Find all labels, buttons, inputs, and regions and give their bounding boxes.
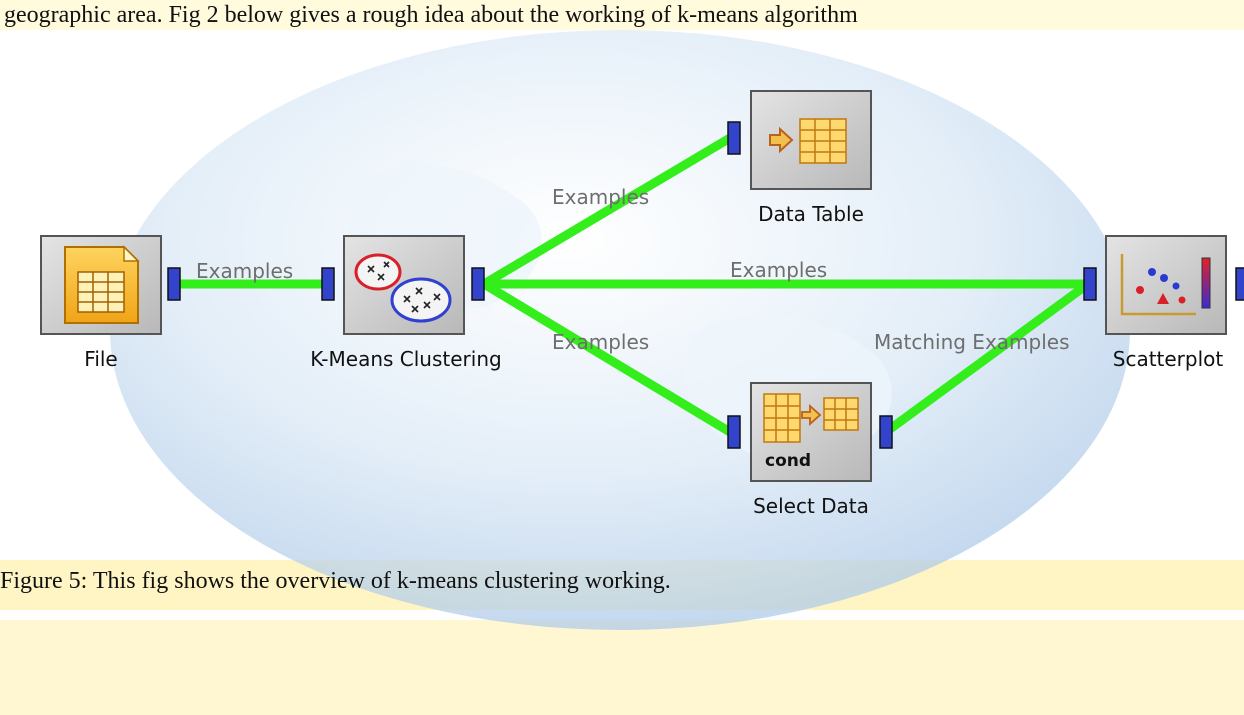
node-select-data[interactable]: cond Select Data <box>727 382 893 518</box>
edge-label: Examples <box>552 185 649 209</box>
intro-text: geographic area. Fig 2 below gives a rou… <box>4 2 858 28</box>
links <box>175 133 1093 437</box>
edge-label: Matching Examples <box>874 330 1070 354</box>
background-stripe <box>0 620 1244 715</box>
node-label: K-Means Clustering <box>310 347 501 371</box>
node-kmeans-clustering[interactable]: K-Means Clustering <box>310 235 502 371</box>
input-port[interactable] <box>321 267 335 301</box>
node-data-table[interactable]: Data Table <box>727 90 872 226</box>
table-file-icon <box>64 245 140 324</box>
output-port[interactable] <box>167 267 181 301</box>
node-file[interactable]: File <box>40 235 181 371</box>
background-stripe <box>0 0 1244 30</box>
output-port[interactable] <box>471 267 485 301</box>
edge-label: Examples <box>552 330 649 354</box>
cond-text: cond <box>765 451 811 471</box>
input-port[interactable] <box>727 415 741 449</box>
link-kmeans-datatable <box>479 133 735 289</box>
select-data-icon: cond <box>763 393 859 471</box>
node-label: Data Table <box>758 202 864 226</box>
edge-label: Examples <box>196 259 293 283</box>
edge-label: Examples <box>730 258 827 282</box>
node-label: Select Data <box>753 494 869 518</box>
scatterplot-icon <box>1120 254 1211 316</box>
output-port[interactable] <box>1235 267 1244 301</box>
node-scatterplot[interactable]: Scatterplot <box>1083 235 1244 371</box>
input-port[interactable] <box>727 121 741 155</box>
node-label: Scatterplot <box>1113 347 1224 371</box>
input-port[interactable] <box>1083 267 1097 301</box>
clusters-icon <box>354 253 452 323</box>
output-port[interactable] <box>879 415 893 449</box>
node-label: File <box>84 347 117 371</box>
link-kmeans-selectdata <box>479 279 735 437</box>
link-selectdata-scatterplot <box>881 279 1093 437</box>
figure-caption: Figure 5: This fig shows the overview of… <box>0 568 671 594</box>
data-table-icon <box>769 118 847 164</box>
